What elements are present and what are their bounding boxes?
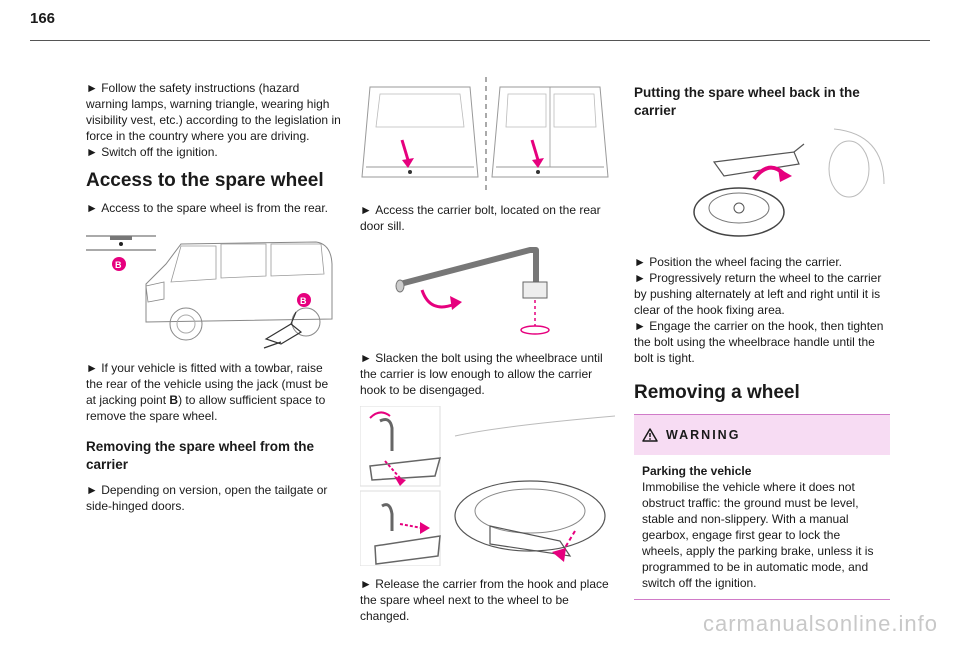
release-carrier-text: Release the carrier from the hook and pl… xyxy=(360,576,615,624)
warning-text: Immobilise the vehicle where it does not… xyxy=(642,480,874,590)
watermark-text: carmanualsonline.info xyxy=(702,611,938,636)
carrier-hook-illustration xyxy=(360,406,615,566)
header-rule xyxy=(30,40,930,41)
column-1: Follow the safety instructions (hazard w… xyxy=(86,80,341,514)
page-number: 166 xyxy=(30,10,56,27)
heading-removing-wheel: Removing a wheel xyxy=(634,382,800,403)
intro-ignition-text: Switch off the ignition. xyxy=(86,144,341,160)
carrier-hook-svg xyxy=(360,406,615,566)
carrier-bolt-text: Access the carrier bolt, located on the … xyxy=(360,202,615,234)
towbar-text-end: ) to allow sufficient space to remove th… xyxy=(86,393,326,423)
step-return-wheel: Progressively return the wheel to the ca… xyxy=(634,270,889,318)
warning-header: WARNING xyxy=(634,415,890,455)
heading-access-spare-wheel: Access to the spare wheel xyxy=(86,170,324,191)
warning-subtitle: Parking the vehicle xyxy=(642,464,752,478)
rear-door-illustration xyxy=(360,72,615,194)
step-position-wheel: Position the wheel facing the carrier. xyxy=(634,254,889,270)
jacking-point-label-b: B xyxy=(115,260,122,270)
warning-body: Parking the vehicle Immobilise the vehic… xyxy=(634,455,890,599)
warning-box: WARNING Parking the vehicle Immobilise t… xyxy=(634,414,890,600)
column-3: Putting the spare wheel back in the carr… xyxy=(634,84,890,600)
vehicle-jacking-illustration: B B xyxy=(86,224,341,352)
vehicle-jack-svg xyxy=(86,235,333,349)
access-rear-text: Access to the spare wheel is from the re… xyxy=(86,200,341,216)
spare-wheel-carrier-illustration xyxy=(634,124,889,242)
wheelbrace-svg xyxy=(395,247,550,335)
rear-doors-svg xyxy=(361,77,609,190)
towbar-text-start: If your vehicle is fitted with a towbar,… xyxy=(86,361,329,407)
warning-triangle-icon xyxy=(642,428,658,442)
column-2: Access the carrier bolt, located on the … xyxy=(360,72,615,624)
jacking-point-label-b-van: B xyxy=(300,296,307,306)
slacken-bolt-text: Slacken the bolt using the wheelbrace un… xyxy=(360,350,615,398)
intro-safety-text: Follow the safety instructions (hazard w… xyxy=(86,80,341,144)
towbar-text: If your vehicle is fitted with a towbar,… xyxy=(86,360,341,424)
warning-title: WARNING xyxy=(666,428,741,442)
heading-putting-back: Putting the spare wheel back in the carr… xyxy=(634,85,860,118)
step-engage-carrier: Engage the carrier on the hook, then tig… xyxy=(634,318,889,366)
towbar-jacking-point: B xyxy=(169,393,179,407)
heading-removing-from-carrier: Removing the spare wheel from the carrie… xyxy=(86,439,315,472)
spare-wheel-svg xyxy=(693,128,885,237)
depending-version-text: Depending on version, open the tailgate … xyxy=(86,482,341,514)
wheelbrace-illustration xyxy=(360,242,615,342)
